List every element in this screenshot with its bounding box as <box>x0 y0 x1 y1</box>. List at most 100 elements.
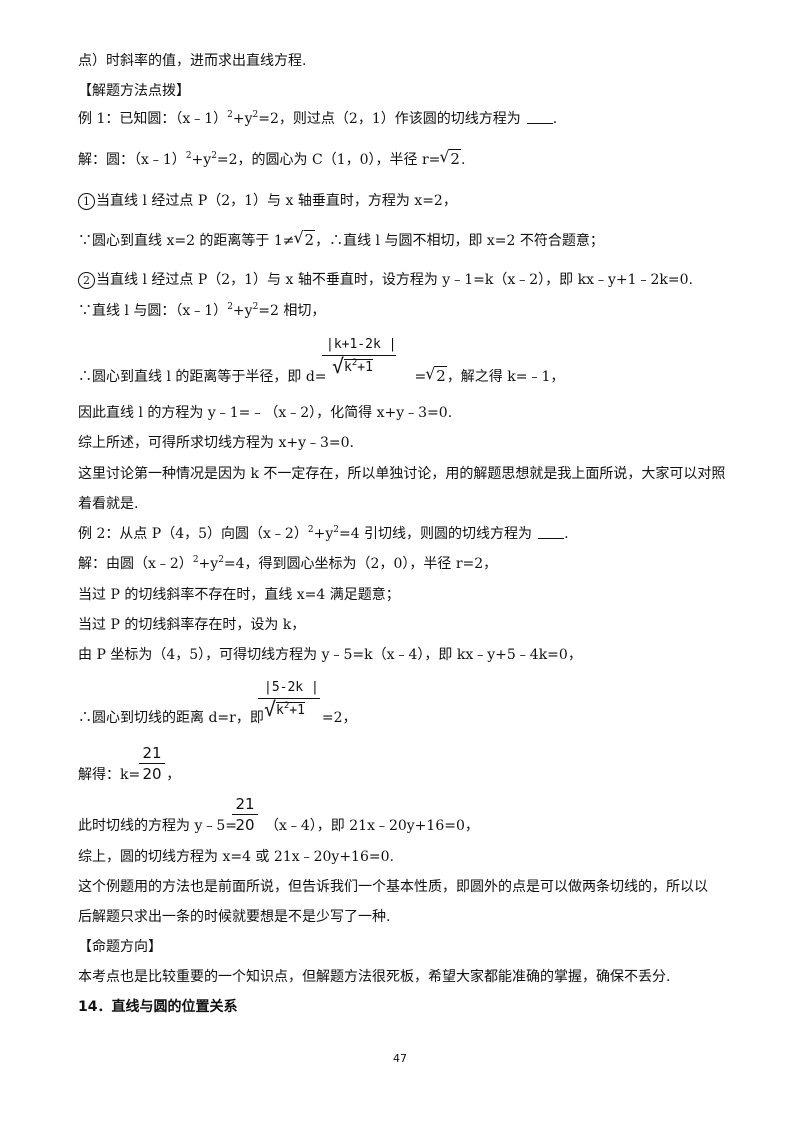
text-line: ∴圆心到切线的距离 d=r，即 =2， <box>78 709 356 727</box>
exponent: 2 <box>227 302 233 312</box>
fraction-k: 21 20 <box>139 744 165 783</box>
text: ∵圆心到直线 x=2 的距离等于 1 <box>78 233 283 249</box>
fraction-denominator: 20 <box>235 816 255 834</box>
text: 此时切线的方程为 y﹣5= <box>78 818 237 834</box>
den-tail: +1 <box>289 703 305 718</box>
text: . <box>552 111 558 127</box>
circled-number: 1 <box>78 193 95 210</box>
fraction-numerator: 21 <box>142 744 162 762</box>
distance-fraction-2: |5-2k | √k2+1 <box>258 678 334 730</box>
text-line: 当过 P 的切线斜率不存在时，直线 x=4 满足题意； <box>78 587 400 603</box>
text-line: ∵圆心到直线 x=2 的距离等于 1≠ 2，∴直线 l 与圆不相切，即 x=2 不… <box>78 229 604 250</box>
text-line: 综上，圆的切线方程为 x=4 或 21x﹣20y+16=0. <box>78 849 394 865</box>
text: 当直线 l 经过点 P（2，1）与 x 轴不垂直时，设方程为 y﹣1=k（x﹣2… <box>96 272 693 288</box>
sqrt-radicand: 2 <box>435 366 447 385</box>
solution-line: 解：由圆（x﹣2）2+y2=4，得到圆心坐标为（2，0），半径 r=2， <box>78 555 497 573</box>
text-line: 着看就是. <box>78 496 139 512</box>
sqrt-expression: 2 <box>439 148 461 168</box>
text-line: 这里讨论第一种情况是因为 k 不一定存在，所以单独讨论，用的解题思想就是我上面所… <box>78 466 726 482</box>
text: . <box>564 526 569 542</box>
answer-blank <box>538 526 565 539</box>
fraction-denominator: √k2+1 <box>264 697 305 721</box>
exponent: 2 <box>252 302 259 312</box>
exponent: 2 <box>307 525 314 535</box>
text-line: ∴圆心到直线 l 的距离等于半径，即 d= = 2，解之得 k=﹣1， <box>78 365 565 386</box>
fraction-bar <box>258 698 320 699</box>
text-line: 当过 P 的切线斜率存在时，设为 k， <box>78 617 306 633</box>
text: . <box>460 152 466 168</box>
exponent: 2 <box>227 110 233 120</box>
text: =2，则过点（2，1）作该圆的切线方程为 <box>258 111 521 127</box>
exponent: 2 <box>192 555 199 565</box>
text-line: 因此直线 l 的方程为 y﹣1=﹣（x﹣2），化简得 x+y﹣3=0. <box>78 405 453 421</box>
text: 解：圆：（x﹣1） <box>78 152 186 168</box>
section-heading: 【解题方法点拨】 <box>78 83 190 99</box>
text-line: 本考点也是比较重要的一个知识点，但解题方法很死板，希望大家都能准确的掌握，确保不… <box>78 969 671 985</box>
exponent: 2 <box>351 358 358 368</box>
sqrt-sign: √ <box>264 697 277 721</box>
text: 例 1：已知圆：（x﹣1） <box>78 111 228 127</box>
text: （x﹣4），即 21x﹣20y+16=0， <box>265 818 479 834</box>
text: ∴圆心到切线的距离 d=r，即 <box>78 710 264 726</box>
text: =2，的圆心为 C（1，0），半径 r= <box>216 152 441 168</box>
example-2: 例 2：从点 P（4，5）向圆（x﹣2）2+y2=4 引切线，则圆的切线方程为. <box>78 525 569 543</box>
text: +y <box>191 152 212 168</box>
exponent: 2 <box>211 151 217 161</box>
text-line: 综上所述，可得所求切线方程为 x+y﹣3=0. <box>78 435 354 451</box>
text: 解得：k= <box>78 767 141 783</box>
exponent: 2 <box>185 151 192 161</box>
den-var: k <box>276 703 284 718</box>
den-tail: +1 <box>357 360 373 375</box>
text: 当直线 l 经过点 P（2，1）与 x 轴垂直时，方程为 x=2， <box>96 193 457 209</box>
text-line: 由 P 坐标为（4，5），可得切线方程为 y﹣5=k（x﹣4），即 kx﹣y+5… <box>78 647 582 663</box>
fraction-numerator: |5-2k | <box>264 680 319 695</box>
fraction-numerator: |k+1-2k | <box>326 337 397 352</box>
fraction-bar <box>322 355 396 356</box>
page-number: 47 <box>393 1052 407 1065</box>
text: =2， <box>321 710 357 726</box>
text-line: 这个例题用的方法也是前面所说，但告诉我们一个基本性质，即圆外的点是可以做两条切线… <box>78 879 708 895</box>
text-line: 此时切线的方程为 y﹣5= （x﹣4），即 21x﹣20y+16=0， <box>78 817 479 835</box>
text: 例 2：从点 P（4，5）向圆（x﹣2） <box>78 526 308 542</box>
den-var: k <box>344 360 352 375</box>
text: +y <box>232 111 253 127</box>
text: ，∴直线 l 与圆不相切，即 x=2 不符合题意； <box>315 233 604 249</box>
fraction-slope: 21 20 <box>232 795 258 834</box>
section-heading: 【命题方向】 <box>78 939 162 955</box>
text: +y <box>313 526 334 542</box>
text: +y <box>232 303 253 319</box>
example-1: 例 1：已知圆：（x﹣1）2+y2=2，则过点（2，1）作该圆的切线方程为. <box>78 110 557 128</box>
fraction-denominator: √k2+1 <box>332 354 373 378</box>
text-line: 点）时斜率的值，进而求出直线方程. <box>78 53 307 69</box>
text: ，解之得 k=﹣1， <box>446 369 565 385</box>
text-line: ∵直线 l 与圆：（x﹣1）2+y2=2 相切， <box>78 302 325 320</box>
text-line: 解得：k=， <box>78 766 180 784</box>
text: ∵直线 l 与圆：（x﹣1） <box>78 303 228 319</box>
text-line: 后解题只求出一条的时候就要想是不是少写了一种. <box>78 909 391 925</box>
text: =4 引切线，则圆的切线方程为 <box>338 526 533 542</box>
fraction-numerator: 21 <box>235 795 255 813</box>
fraction-bar <box>232 814 258 815</box>
text: =4，得到圆心坐标为（2，0），半径 r=2， <box>223 556 498 572</box>
section-title: 14．直线与圆的位置关系 <box>78 999 238 1015</box>
sqrt-radicand: 2 <box>303 230 316 249</box>
exponent: 2 <box>252 110 259 120</box>
exponent: 2 <box>218 555 224 565</box>
answer-blank <box>526 111 553 124</box>
fraction-bar <box>139 763 165 764</box>
fraction-denominator: 20 <box>142 765 162 783</box>
solution-line: 解：圆：（x﹣1）2+y2=2，的圆心为 C（1，0），半径 r=2. <box>78 148 466 169</box>
sqrt-expression: 2 <box>294 229 316 249</box>
text: 解：由圆（x﹣2） <box>78 556 193 572</box>
text: +y <box>198 556 219 572</box>
equals-sign: = <box>414 369 427 385</box>
exponent: 2 <box>283 701 290 711</box>
distance-fraction-1: |k+1-2k | √k2+1 <box>322 334 402 386</box>
neq-symbol: ≠ <box>282 233 295 249</box>
text: ∴圆心到直线 l 的距离等于半径，即 d= <box>78 369 327 385</box>
sqrt-radicand: 2 <box>449 149 461 168</box>
sqrt-sign: √ <box>332 354 345 378</box>
text: =2 相切， <box>258 303 326 319</box>
